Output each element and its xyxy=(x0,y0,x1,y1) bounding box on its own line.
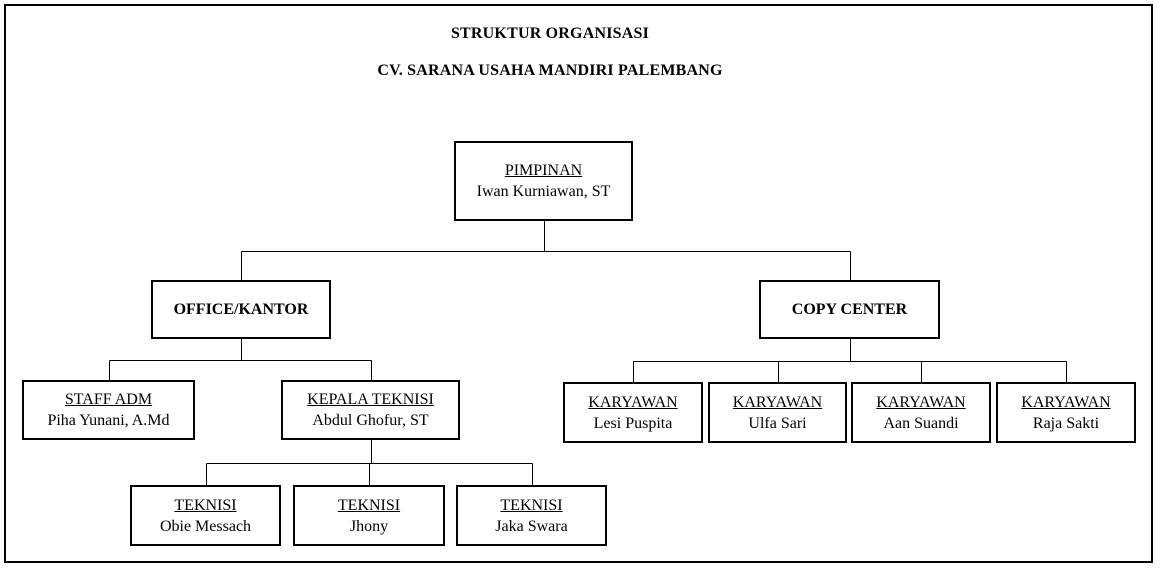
node-role: COPY CENTER xyxy=(791,301,908,318)
node-role: TEKNISI xyxy=(337,496,401,514)
node-role: KARYAWAN xyxy=(732,393,823,411)
node-role: PIMPINAN xyxy=(504,162,583,179)
node-role: STAFF ADM xyxy=(64,391,153,408)
node-name: Iwan Kurniawan, ST xyxy=(476,183,611,200)
node-name: Jaka Swara xyxy=(495,517,568,535)
node-karyawan-1: KARYAWAN Lesi Puspita xyxy=(563,382,703,443)
node-teknisi-1: TEKNISI Obie Messach xyxy=(130,485,281,546)
node-role: TEKNISI xyxy=(174,496,237,514)
node-role: TEKNISI xyxy=(500,496,563,514)
node-name: Piha Yunani, A.Md xyxy=(47,412,170,429)
node-name: Obie Messach xyxy=(159,517,252,535)
node-pimpinan: PIMPINAN Iwan Kurniawan, ST xyxy=(454,141,633,221)
diagram-frame xyxy=(4,4,1153,563)
diagram-title: STRUKTUR ORGANISASI xyxy=(450,25,650,42)
node-karyawan-4: KARYAWAN Raja Sakti xyxy=(996,382,1136,443)
node-role: KARYAWAN xyxy=(876,393,966,411)
node-staff-adm: STAFF ADM Piha Yunani, A.Md xyxy=(22,380,195,440)
node-kepala-teknisi: KEPALA TEKNISI Abdul Ghofur, ST xyxy=(281,380,460,440)
node-teknisi-3: TEKNISI Jaka Swara xyxy=(456,485,607,546)
node-role: KEPALA TEKNISI xyxy=(307,391,434,408)
node-name: Abdul Ghofur, ST xyxy=(312,412,429,429)
diagram-subtitle: CV. SARANA USAHA MANDIRI PALEMBANG xyxy=(377,62,723,79)
node-karyawan-2: KARYAWAN Ulfa Sari xyxy=(708,382,847,443)
node-teknisi-2: TEKNISI Jhony xyxy=(293,485,445,546)
node-name: Raja Sakti xyxy=(1032,414,1100,432)
node-copy-center: COPY CENTER xyxy=(759,280,940,339)
node-karyawan-3: KARYAWAN Aan Suandi xyxy=(851,382,991,443)
node-role: KARYAWAN xyxy=(588,393,678,411)
node-name: Lesi Puspita xyxy=(593,414,673,432)
node-name: Aan Suandi xyxy=(883,414,959,432)
node-role: OFFICE/KANTOR xyxy=(173,301,309,318)
node-role: KARYAWAN xyxy=(1021,393,1111,411)
node-name: Ulfa Sari xyxy=(748,414,807,432)
node-name: Jhony xyxy=(349,517,389,535)
node-office-kantor: OFFICE/KANTOR xyxy=(151,280,331,339)
